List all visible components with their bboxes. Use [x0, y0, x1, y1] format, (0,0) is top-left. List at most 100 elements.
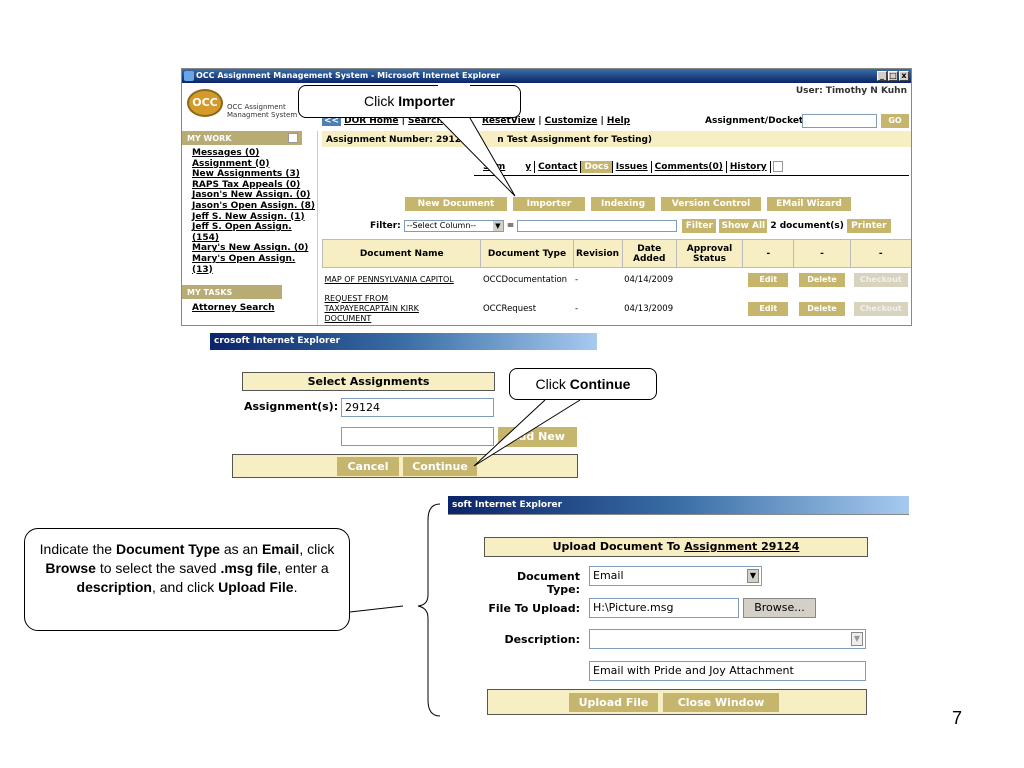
col-document-name[interactable]: Document Name — [321, 239, 482, 268]
title-bar: OCC Assignment Management System - Micro… — [182, 69, 911, 83]
note-bold: Email — [261, 541, 300, 557]
doc-name-line: TAXPAYERCAPTAIN KIRK — [324, 303, 419, 313]
nav-sep: | — [398, 116, 409, 126]
file-path-input[interactable]: H:\Picture.msg — [589, 598, 739, 618]
nav-customize[interactable]: Customize — [544, 116, 598, 126]
sidebar-item-jason-new[interactable]: Jason's New Assign. (0) — [192, 190, 311, 201]
close-window-button[interactable]: Close Window — [663, 693, 779, 712]
user-label: User: Timothy N Kuhn — [795, 86, 907, 96]
note-bold: Browse — [45, 560, 96, 576]
email-wizard-button[interactable]: EMail Wizard — [767, 197, 851, 211]
logo-text-1: OCC Assignment — [227, 103, 286, 111]
sidebar-item-messages[interactable]: Messages (0) — [192, 148, 260, 158]
note-text: . — [293, 579, 298, 595]
document-type-select[interactable]: Email▼ — [589, 566, 762, 586]
my-work-header: MY WORK — [182, 131, 302, 145]
sidebar-item-jeff-open[interactable]: Jeff S. Open Assign. — [192, 222, 292, 233]
filter-button[interactable]: Filter — [682, 219, 717, 233]
close-button[interactable]: x — [899, 71, 909, 81]
go-button[interactable]: GO — [881, 114, 909, 128]
tab-contact[interactable]: Contact — [535, 161, 582, 173]
importer-pointer — [437, 117, 516, 197]
col-action-3: - — [849, 239, 911, 268]
callout-bold: Continue — [569, 376, 631, 392]
description-select[interactable]: ▼ — [589, 629, 866, 649]
new-document-button[interactable]: New Document — [405, 197, 507, 211]
collapse-chevron-icon[interactable]: << — [322, 116, 342, 126]
doc-name-line: DOCUMENT — [324, 313, 372, 323]
tab-comments[interactable]: Comments(0) — [652, 161, 727, 173]
add-assignment-input[interactable] — [341, 427, 494, 446]
cancel-button[interactable]: Cancel — [337, 457, 399, 476]
importer-button[interactable]: Importer — [513, 197, 585, 211]
col-document-type[interactable]: Document Type — [480, 239, 574, 268]
assignment-link[interactable]: Assignment 29124 — [684, 540, 800, 553]
checkout-button[interactable]: Checkout — [853, 272, 908, 287]
indexing-button[interactable]: Indexing — [591, 197, 655, 211]
sidebar-item-jeff-new[interactable]: Jeff S. New Assign. (1) — [192, 211, 305, 222]
col-revision[interactable]: Revision — [572, 239, 623, 268]
nav-help[interactable]: Help — [606, 116, 631, 126]
tab-history[interactable]: History — [727, 161, 771, 173]
doc-date: 04/13/2009 — [624, 303, 674, 314]
checkout-button[interactable]: Checkout — [853, 301, 908, 316]
delete-button[interactable]: Delete — [798, 301, 845, 316]
table-header-row: Document Name Document Type Revision Dat… — [321, 239, 911, 268]
sidebar-item-jason-open[interactable]: Jason's Open Assign. (8) — [192, 200, 316, 211]
nav-search[interactable]: Search — [408, 116, 443, 126]
nav-resetview[interactable]: ResetView — [482, 116, 536, 126]
edit-button[interactable]: Edit — [748, 301, 789, 316]
sidebar-item-mary-new[interactable]: Mary's New Assign. (0) — [192, 243, 309, 254]
tab-scroll-icon[interactable] — [772, 161, 783, 172]
upload-file-button[interactable]: Upload File — [569, 693, 658, 712]
assignment-docket-input[interactable] — [802, 114, 877, 128]
sidebar-item-raps[interactable]: RAPS Tax Appeals (0) — [192, 179, 301, 190]
note-bold: .msg file — [220, 560, 278, 576]
maximize-button[interactable]: □ — [888, 71, 898, 81]
assignments-label: Assignment(s): — [244, 400, 339, 413]
instruction-note: Indicate the Document Type as an Email, … — [24, 528, 350, 631]
sidebar-item-mary-open[interactable]: Mary's Open Assign. (13) — [192, 253, 296, 275]
callout-text: Click — [535, 376, 570, 392]
doc-date: 04/14/2009 — [624, 274, 674, 285]
doc-type: OCCRequest — [482, 303, 537, 314]
select-assignments-titlebar: crosoft Internet Explorer — [210, 333, 597, 350]
col-action-1: - — [742, 239, 795, 268]
nav-dor-home[interactable]: DOR Home — [344, 116, 399, 126]
note-text: , and click — [151, 579, 219, 595]
show-all-button[interactable]: Show All — [719, 219, 768, 233]
minimize-button[interactable]: _ — [877, 71, 887, 81]
continue-button[interactable]: Continue — [403, 457, 477, 476]
description-input[interactable]: Email with Pride and Joy Attachment — [589, 661, 866, 681]
select-assignments-header: Select Assignments — [242, 372, 495, 391]
col-date-added[interactable]: Date Added — [621, 239, 677, 268]
tab-summary-end[interactable]: y — [522, 161, 536, 173]
tab-docs[interactable]: Docs — [581, 161, 613, 173]
filter-column-select[interactable]: --Select Column--▼ — [403, 220, 504, 232]
col-approval-status[interactable]: Approval Status — [675, 239, 744, 268]
version-control-button[interactable]: Version Control — [661, 197, 761, 211]
delete-button[interactable]: Delete — [798, 272, 845, 287]
sidebar-item-assignment[interactable]: Assignment (0) — [192, 158, 270, 169]
importer-callout: Click Importer — [298, 85, 521, 118]
tab-strip: Sumy Contact Docs Issues Comments(0) His… — [480, 161, 783, 173]
continue-callout: Click Continue — [509, 368, 657, 400]
collapse-icon[interactable] — [288, 133, 298, 143]
tab-issues[interactable]: Issues — [613, 161, 652, 173]
sidebar-item-jeff-open-count[interactable]: (154) — [192, 232, 220, 243]
description-label: Description: — [504, 633, 580, 646]
assignments-input[interactable]: 29124 — [341, 398, 494, 417]
browse-button[interactable]: Browse... — [743, 598, 816, 618]
filter-input[interactable] — [517, 220, 678, 232]
note-text: , enter a — [277, 560, 329, 576]
edit-button[interactable]: Edit — [748, 272, 789, 287]
printer-button[interactable]: Printer — [846, 219, 891, 233]
dropdown-arrow-icon: ▼ — [492, 221, 503, 231]
ie-icon — [184, 71, 194, 81]
doc-revision: - — [575, 274, 579, 285]
sidebar-item-new-assignments[interactable]: New Assignments (3) — [192, 169, 300, 180]
sidebar-item-attorney-search[interactable]: Attorney Search — [192, 303, 275, 314]
doc-name-link[interactable]: MAP OF PENNSYLVANIA CAPITOL — [324, 275, 454, 285]
